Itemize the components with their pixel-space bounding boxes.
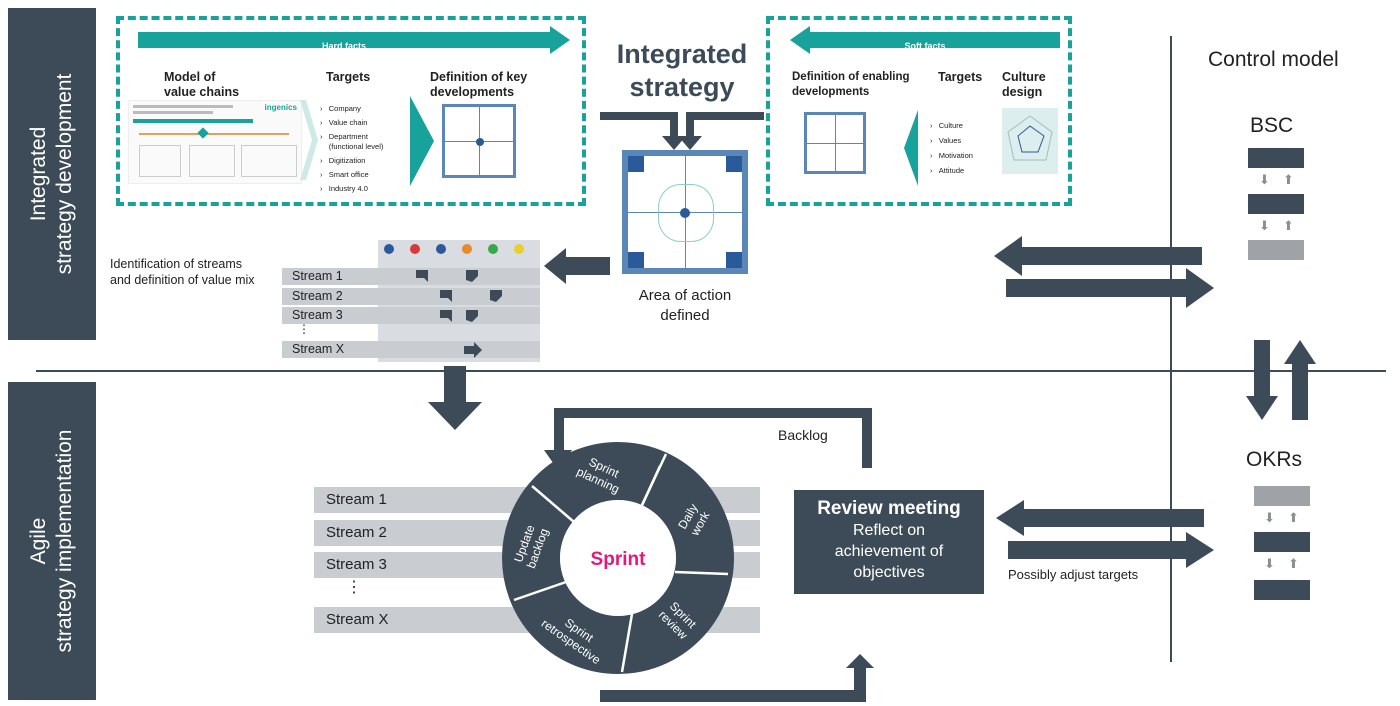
bsc-label: BSC [1250,114,1294,137]
model-value-chains-title: Model of value chains [164,70,240,99]
okr-up-arrow-2: ⬆ [1288,556,1299,571]
vertical-divider [1170,36,1172,662]
sidebar-integrated-label: Integrated strategy development [27,73,76,275]
okr-up-arrow-1: ⬆ [1288,510,1299,525]
key-developments-thumbnail [442,104,516,178]
bsc-up-arrow-2: ⬆ [1283,218,1294,233]
enabling-developments-title: Definition of enabling developments [792,71,910,98]
okr-box-mid [1254,532,1310,552]
stream-row-ellipsis: ⋮ [346,579,362,596]
soft-target-item: › Culture [930,121,963,130]
area-of-action-label: Area of action defined [638,287,732,324]
sidebar-agile-label: Agile strategy implementation [27,429,76,653]
bsc-okr-arrows [1246,340,1316,420]
hard-target-item: › Industry 4.0 [320,184,368,193]
backlog-label: Backlog [778,427,828,443]
hard-target-item: › Digitization [320,156,366,165]
elbow-arrows-into-matrix [600,112,764,150]
review-okr-arrows [996,500,1214,568]
hard-chevron-left [300,100,318,180]
horizontal-divider [36,370,1386,372]
soft-target-item: › Values [930,136,962,145]
possibly-adjust-targets-label: Possibly adjust targets [1008,567,1139,582]
sidebar-agile: Agile strategy implementation [8,382,96,700]
culture-design-title: Culture design [1002,70,1046,99]
value-mix-arrows [416,270,502,358]
sprint-label: Sprint [590,549,646,570]
soft-facts-banner-arrow [790,26,1060,54]
bsc-box-mid [1248,194,1304,214]
okr-down-arrow-2: ⬇ [1264,556,1275,571]
bsc-exchange-arrows [994,236,1214,308]
soft-target-item: › Attitude [930,166,965,175]
down-arrow-to-agile [428,366,482,430]
stream-row-top: Stream 2 [282,288,540,305]
review-meeting-title: Review meeting [817,498,961,519]
review-meeting-body: Reflect on achievement of objectives [834,522,944,581]
hard-facts-banner: Hard facts [321,41,366,51]
hard-chevron-right [410,96,434,186]
soft-chevron [904,110,918,186]
integrated-strategy-title: Integrated strategy [616,39,748,102]
review-return-arrow [600,654,874,702]
hard-targets-title: Targets [326,70,371,84]
okr-box-top [1254,486,1310,506]
okr-down-arrow-1: ⬇ [1264,510,1275,525]
value-mix-icons [380,242,538,264]
hard-target-item: › Smart office [320,170,369,179]
bsc-down-arrow-2: ⬇ [1259,218,1270,233]
control-model-title: Control model [1208,48,1339,71]
ingenics-logo: ingenics [264,103,297,112]
hard-facts-banner-arrow [138,26,570,54]
hard-target-item: › Company [320,104,361,113]
soft-target-item: › Motivation [930,151,973,160]
enabling-developments-thumbnail [804,112,866,174]
bsc-down-arrow-1: ⬇ [1259,172,1270,187]
arrow-to-streams [544,248,610,284]
stream-row-top-ellipsis: ⋮ [298,322,310,336]
bsc-box-bottom [1248,240,1304,260]
bsc-up-arrow-1: ⬆ [1283,172,1294,187]
hard-target-item: › Department (functional level) [320,132,384,151]
key-developments-title: Definition of key developments [430,70,528,99]
soft-targets-title: Targets [938,70,983,84]
hard-target-item: › Value chain [320,118,368,127]
soft-facts-panel: Soft facts Definition of enabling develo… [766,16,1072,206]
streams-caption: Identification of streams and definition… [110,257,255,287]
review-meeting-box: Review meeting Reflect on achievement of… [794,490,984,594]
sprint-cycle [502,442,734,674]
okr-box-bottom [1254,580,1310,600]
okrs-label: OKRs [1246,448,1303,471]
hard-targets-list: › Company › Value chain › Department (fu… [320,102,410,196]
bsc-box-top [1248,148,1304,168]
culture-radar-thumbnail [1002,108,1058,174]
value-chain-thumbnail: ingenics [128,100,302,184]
hard-facts-panel: Hard facts Model of value chains Targets… [116,16,586,206]
backlog-loop-arrow [544,408,872,470]
soft-facts-banner: Soft facts [904,41,946,51]
area-of-action-matrix [622,150,748,274]
sidebar-integrated: Integrated strategy development [8,8,96,340]
soft-targets-list: › Culture › Values › Motivation › Attitu… [930,118,973,178]
